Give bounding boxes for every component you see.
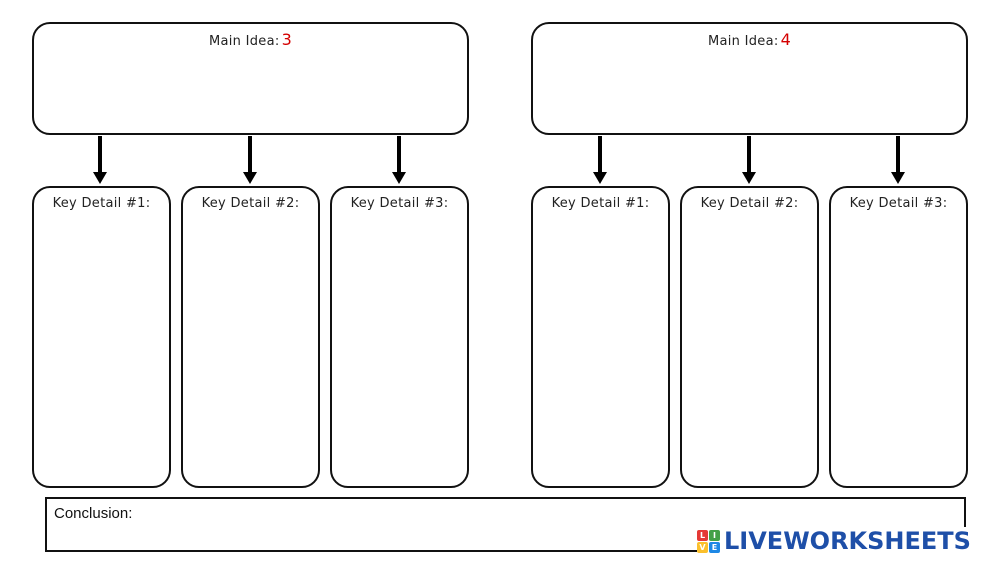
arrow-2-3 bbox=[891, 136, 905, 184]
key-detail-box-2-1: Key Detail #1: bbox=[531, 186, 670, 488]
main-idea-number-2: 4 bbox=[780, 30, 792, 49]
key-detail-box-2-3: Key Detail #3: bbox=[829, 186, 968, 488]
key-detail-box-1-3: Key Detail #3: bbox=[330, 186, 469, 488]
key-detail-label: Key Detail #2: bbox=[201, 196, 300, 211]
key-detail-label: Key Detail #1: bbox=[52, 196, 151, 211]
logo-blocks-icon: L I V E bbox=[697, 529, 720, 553]
logo-block: V bbox=[697, 541, 708, 553]
arrow-2-1 bbox=[593, 136, 607, 184]
main-idea-box-2: Main Idea:4 bbox=[531, 22, 968, 135]
logo-block: L bbox=[697, 529, 708, 541]
key-detail-box-1-2: Key Detail #2: bbox=[181, 186, 320, 488]
conclusion-box: Conclusion: bbox=[45, 497, 966, 552]
key-detail-box-2-2: Key Detail #2: bbox=[680, 186, 819, 488]
arrow-1-1 bbox=[93, 136, 107, 184]
key-detail-label: Key Detail #3: bbox=[849, 196, 948, 211]
key-detail-box-1-1: Key Detail #1: bbox=[32, 186, 171, 488]
main-idea-label-1: Main Idea:3 bbox=[208, 30, 293, 49]
key-detail-label: Key Detail #2: bbox=[700, 196, 799, 211]
arrow-2-2 bbox=[742, 136, 756, 184]
logo-block: E bbox=[709, 541, 720, 553]
logo-text: LIVEWORKSHEETS bbox=[724, 527, 971, 555]
main-idea-number-1: 3 bbox=[281, 30, 293, 49]
logo-block: I bbox=[709, 529, 720, 541]
arrow-1-2 bbox=[243, 136, 257, 184]
key-detail-label: Key Detail #3: bbox=[350, 196, 449, 211]
liveworksheets-logo: L I V E LIVEWORKSHEETS bbox=[697, 527, 975, 555]
arrow-1-3 bbox=[392, 136, 406, 184]
conclusion-label: Conclusion: bbox=[54, 505, 133, 522]
main-idea-box-1: Main Idea:3 bbox=[32, 22, 469, 135]
main-idea-label-2: Main Idea:4 bbox=[707, 30, 792, 49]
key-detail-label: Key Detail #1: bbox=[551, 196, 650, 211]
